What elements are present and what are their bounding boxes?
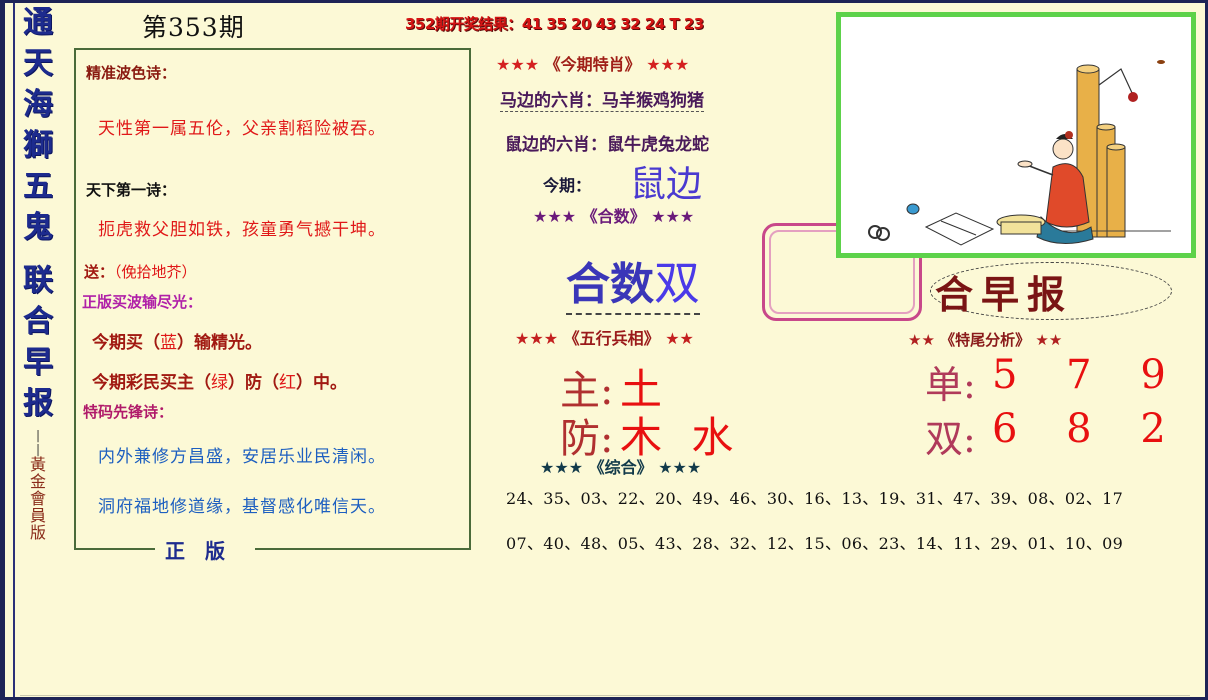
star-icon: ★★ bbox=[908, 331, 935, 349]
title-char: 獅 bbox=[23, 128, 53, 163]
banner-oval bbox=[930, 262, 1172, 320]
horse-side-label: 马边的六肖： bbox=[500, 91, 602, 111]
wave-line-1-suffix: ）输精光。 bbox=[177, 333, 262, 353]
five-elements-heading: ★★★ 《五行兵相》 ★★ bbox=[515, 325, 694, 349]
main-element-value: 土 bbox=[620, 365, 671, 414]
poem-box bbox=[74, 48, 471, 550]
gift-line: 送：（俛拾地芥） bbox=[84, 261, 197, 282]
title-char: 报 bbox=[23, 386, 53, 421]
banner-text: 合早报 bbox=[935, 273, 1074, 317]
title-char: 联 bbox=[23, 263, 53, 298]
heading-text: 《五行兵相》 bbox=[563, 329, 660, 348]
heading-text: 《综合》 bbox=[588, 458, 653, 477]
wave-line-2-mid: ）防（ bbox=[228, 373, 279, 393]
star-icon: ★★★ bbox=[496, 55, 540, 74]
even-tail-label: 双: bbox=[925, 417, 976, 461]
results-label: 352期开奖结果： bbox=[405, 15, 522, 33]
sum-heading: ★★★ 《合数》 ★★★ bbox=[533, 203, 694, 227]
bottom-rule bbox=[20, 695, 1190, 696]
wave-color-main: 绿 bbox=[211, 373, 228, 393]
star-icon: ★★★ bbox=[540, 458, 584, 477]
poem1-text: 天性第一属五伦，父亲割稻险被吞。 bbox=[98, 119, 386, 139]
gift-label: 送： bbox=[84, 263, 115, 281]
wave-heading: 正版买波输尽光： bbox=[82, 293, 203, 311]
poem3-line2: 洞府福地修道缘，基督感化唯信天。 bbox=[98, 497, 386, 517]
special-zodiac-heading: ★★★ 《今期特肖》 ★★★ bbox=[496, 51, 689, 75]
edition-char: 版 bbox=[29, 523, 46, 542]
title-char: 合 bbox=[23, 304, 53, 339]
poem-box-footer: 正版 bbox=[155, 535, 255, 564]
edition-char: 黃 bbox=[29, 455, 46, 474]
title-char: 五 bbox=[23, 169, 53, 204]
edition-char: 會 bbox=[29, 489, 46, 508]
title-char: 鬼 bbox=[23, 210, 53, 245]
left-rule bbox=[13, 3, 15, 697]
scholar-illustration-icon bbox=[868, 60, 1171, 246]
edition-char: 員 bbox=[29, 506, 46, 525]
wave-line-2-suffix: ）中。 bbox=[296, 373, 347, 393]
odd-tail-values: 5 7 9 bbox=[992, 352, 1184, 398]
title-char: 天 bbox=[23, 46, 53, 81]
sum-value: 双 bbox=[654, 256, 700, 310]
star-icon: ★★★ bbox=[515, 329, 559, 348]
rat-side-value: 鼠牛虎兔龙蛇 bbox=[607, 135, 709, 155]
rat-side-label: 鼠边的六肖： bbox=[505, 135, 607, 155]
wave-line-1-prefix: 今期买（ bbox=[92, 333, 160, 353]
heading-text: 《特尾分析》 bbox=[940, 331, 1031, 349]
edition-char: 金 bbox=[29, 472, 46, 491]
heading-text: 《合数》 bbox=[581, 207, 646, 226]
dash-divider: | bbox=[35, 442, 41, 456]
poem2-heading: 天下第一诗： bbox=[86, 181, 177, 199]
wave-color-buy: 蓝 bbox=[160, 333, 177, 353]
poem3-heading: 特码先锋诗： bbox=[83, 403, 174, 421]
issue-number: 第353期 bbox=[142, 13, 245, 42]
title-char: 通 bbox=[23, 5, 53, 40]
wave-color-guard: 红 bbox=[279, 373, 296, 393]
wave-line-1: 今期买（蓝）输精光。 bbox=[92, 328, 262, 353]
results-numbers: 41 35 20 43 32 24 T 23 bbox=[521, 15, 704, 33]
star-icon: ★★ bbox=[1035, 331, 1063, 349]
sum-result: 合数双 bbox=[566, 247, 700, 315]
dash-divider: | bbox=[35, 428, 41, 442]
wave-line-2: 今期彩民买主（绿）防（红）中。 bbox=[92, 368, 347, 393]
edition-label: | | 黃 金 會 員 版 bbox=[30, 428, 46, 541]
this-period-label: 今期： bbox=[543, 176, 592, 195]
star-icon: ★★★ bbox=[651, 207, 695, 226]
star-icon: ★★★ bbox=[658, 458, 702, 477]
star-icon: ★★★ bbox=[646, 55, 690, 74]
horse-side-zodiacs: 马边的六肖：马羊猴鸡狗猪 bbox=[500, 86, 704, 112]
poem3-line1: 内外兼修方昌盛，安居乐业民清闲。 bbox=[98, 447, 386, 467]
wave-line-2-prefix: 今期彩民买主（ bbox=[92, 373, 211, 393]
odd-tail-label: 单: bbox=[925, 363, 976, 407]
main-element-label: 主: bbox=[560, 368, 614, 414]
guard-element-label: 防: bbox=[560, 416, 614, 462]
sum-label: 合数 bbox=[566, 259, 654, 310]
combined-numbers-row-1: 24、35、03、22、20、49、46、30、16、13、19、31、47、3… bbox=[506, 489, 1124, 508]
gift-value: （俛拾地芥） bbox=[114, 263, 197, 281]
title-char: 海 bbox=[23, 87, 53, 122]
star-icon: ★★★ bbox=[533, 207, 577, 226]
illustration-panel bbox=[836, 12, 1196, 258]
poem1-heading: 精准波色诗： bbox=[86, 64, 177, 82]
combined-numbers-row-2: 07、40、48、05、43、28、32、12、15、06、23、14、11、2… bbox=[506, 534, 1124, 553]
combined-heading: ★★★ 《综合》 ★★★ bbox=[540, 454, 701, 478]
tail-analysis-heading: ★★ 《特尾分析》 ★★ bbox=[908, 329, 1062, 350]
heading-text: 《今期特肖》 bbox=[544, 55, 641, 74]
vertical-title: 通 天 海 獅 五 鬼 联 合 早 报 | | 黃 金 會 員 版 bbox=[12, 2, 64, 541]
title-char: 早 bbox=[23, 345, 53, 380]
poem2-text: 扼虎救父胆如铁，孩童勇气撼干坤。 bbox=[98, 220, 386, 240]
star-icon: ★★ bbox=[665, 329, 694, 348]
horse-side-value: 马羊猴鸡狗猪 bbox=[602, 91, 704, 111]
previous-results: 352期开奖结果：41 35 20 43 32 24 T 23 bbox=[405, 13, 704, 34]
rat-side-zodiacs: 鼠边的六肖：鼠牛虎兔龙蛇 bbox=[505, 130, 709, 155]
even-tail-values: 6 8 2 bbox=[992, 406, 1184, 452]
guard-element-value: 木 水 bbox=[620, 413, 742, 462]
this-period-value: 鼠边 bbox=[630, 164, 703, 205]
